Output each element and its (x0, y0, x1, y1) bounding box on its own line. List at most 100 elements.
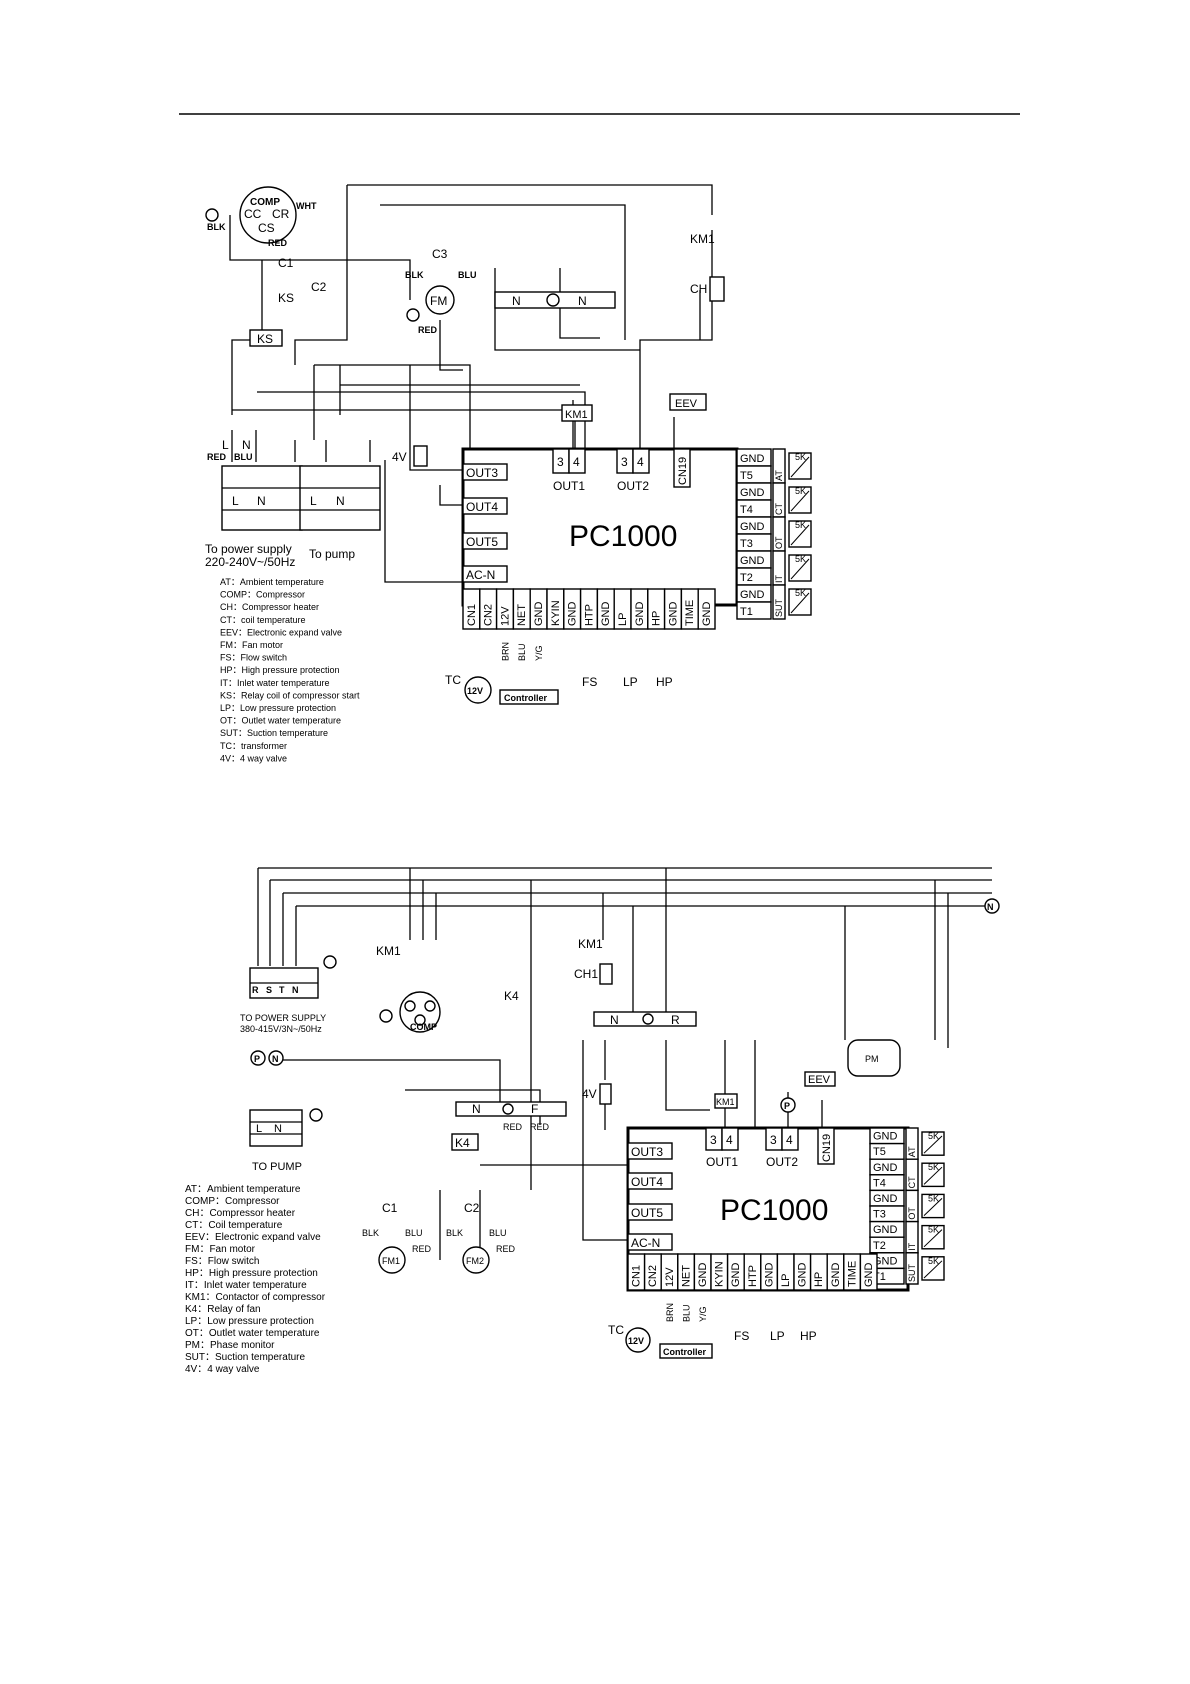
out1-label: OUT1 (553, 479, 585, 493)
compressor-1: COMP CC CR CS WHT BLK RED C1 C2 KS KS (205, 186, 327, 347)
out1-label: OUT1 (706, 1155, 738, 1169)
svg-text:3: 3 (557, 455, 564, 469)
svg-text:N: N (292, 985, 299, 995)
c2-label: C2 (311, 280, 327, 294)
legend-entry: K4：Relay of fan (185, 1304, 261, 1315)
svg-text:P: P (254, 1054, 260, 1064)
terminal-blocks-1: L N RED BLU L N L N To power supply 220-… (205, 438, 381, 569)
legend-entry: KS：Relay coil of compressor start (220, 690, 360, 700)
svg-text:T: T (279, 985, 285, 995)
svg-text:12V: 12V (628, 1336, 644, 1346)
svg-text:L: L (232, 494, 239, 508)
bottom-terminal-label: GND (830, 1263, 842, 1288)
bottom-terminal (697, 588, 716, 630)
svg-text:12V: 12V (467, 686, 483, 696)
pm-label: PM (865, 1054, 879, 1064)
legend-entry: SUT：Suction temperature (185, 1352, 305, 1363)
legend-2: AT：Ambient temperatureCOMP：CompressorCH：… (185, 1184, 326, 1375)
eev-label: EEV (808, 1074, 831, 1086)
svg-text:CR: CR (272, 207, 290, 221)
svg-text:BLK: BLK (405, 270, 424, 280)
legend-entry: FM：Fan motor (185, 1244, 256, 1255)
wire-color-label: BRN (665, 1303, 675, 1322)
km1-label: KM1 (376, 944, 401, 958)
sensor-terminal-label: T3 (740, 538, 753, 550)
sensor-terminal-label: GND (740, 555, 765, 567)
cn19-label: CN19 (821, 1134, 833, 1162)
power-voltage-label: 380-415V/3N~/50Hz (240, 1024, 322, 1034)
output-terminals-2: OUT3 OUT4 OUT5 AC-N 3 4 OUT1 3 4 OUT2 CN… (627, 1127, 835, 1251)
k4-label: K4 (504, 989, 519, 1003)
phase-monitor (847, 1039, 901, 1077)
svg-text:N: N (336, 494, 345, 508)
bottom-terminal-label: KYIN (550, 600, 562, 626)
thermistor-value: 5K (928, 1256, 939, 1266)
tc-label: TC (608, 1323, 624, 1337)
cn19-label: CN19 (677, 457, 689, 485)
km1-label: KM1 (690, 232, 715, 246)
svg-text:K4: K4 (455, 1136, 470, 1150)
sensor-tag: IT (774, 574, 784, 583)
diagram-single-phase: PC1000 OUT3 OUT4 OUT5 AC-N 3 4 OUT1 3 4 … (205, 184, 812, 763)
thermistor-value: 5K (928, 1131, 939, 1141)
thermistor-value: 5K (795, 520, 806, 530)
svg-text:BLU: BLU (458, 270, 477, 280)
bottom-terminal-label: CN1 (466, 604, 478, 626)
out3-terminal (462, 463, 508, 481)
legend-entry: FS：Flow switch (220, 653, 287, 663)
svg-text:WHT: WHT (296, 201, 317, 211)
svg-text:RED: RED (412, 1244, 432, 1254)
sensor-tag: SUT (774, 598, 784, 617)
svg-text:CS: CS (258, 221, 275, 235)
svg-text:FS: FS (582, 675, 597, 689)
svg-text:KS: KS (257, 332, 273, 346)
controller-label: Controller (663, 1347, 706, 1357)
bottom-terminal-label: GND (667, 602, 679, 627)
svg-text:R: R (671, 1013, 680, 1027)
svg-text:KM1: KM1 (565, 409, 588, 421)
fm1-label: FM1 (382, 1256, 400, 1266)
sensor-tag: CT (774, 503, 784, 515)
bottom-terminal-label: LP (780, 1274, 792, 1287)
svg-text:N: N (272, 1054, 279, 1064)
four-way-valve (599, 1083, 612, 1105)
c1-label: C1 (278, 256, 294, 270)
sensor-tag: AT (774, 470, 784, 481)
svg-text:3: 3 (770, 1133, 777, 1147)
ch1-label: CH1 (574, 967, 598, 981)
comp-label: COMP (250, 197, 280, 208)
bottom-terminal-label: NET (516, 604, 528, 626)
board-model-label: PC1000 (720, 1194, 828, 1227)
bottom-terminal-label: HP (651, 611, 663, 626)
out5-label: OUT5 (631, 1206, 663, 1220)
svg-text:N: N (578, 294, 587, 308)
out3-label: OUT3 (631, 1145, 663, 1159)
thermistor-value: 5K (795, 588, 806, 598)
svg-text:N: N (257, 494, 266, 508)
power-voltage-label: 220-240V~/50Hz (205, 555, 295, 569)
bottom-terminal-label: TIME (684, 600, 696, 626)
diagram-three-phase: N (185, 867, 1000, 1375)
bottom-terminal-label: LP (617, 613, 629, 626)
legend-entry: IT：Inlet water temperature (185, 1280, 307, 1291)
svg-text:RED: RED (530, 1122, 550, 1132)
legend-1: AT：Ambient temperatureCOMP：CompressorCH：… (220, 577, 360, 763)
compressor-2: COMP KM1 (376, 944, 441, 1033)
legend-entry: FS：Flow switch (185, 1256, 259, 1267)
bottom-terminal-label: HTP (583, 604, 595, 626)
power-terminal-block-2: R S T N TO POWER SUPPLY 380-415V/3N~/50H… (240, 955, 337, 1034)
transformer-controller-2: 12V TC Controller FS LP HP (608, 1323, 817, 1359)
sensor-tag: OT (774, 536, 784, 549)
power-supply-label: To power supply (205, 542, 292, 556)
tc-label: TC (445, 673, 461, 687)
pump-label: To pump (309, 547, 355, 561)
thermistor-value: 5K (928, 1225, 939, 1235)
output-terminals-1: OUT3 OUT4 OUT5 AC-N 3 4 OUT1 3 4 OUT2 CN… (462, 448, 691, 583)
bottom-terminal-label: 12V (499, 606, 511, 626)
sensor-terminal-label: GND (873, 1131, 898, 1143)
svg-text:LP: LP (623, 675, 638, 689)
svg-text:HP: HP (656, 675, 673, 689)
bottom-terminal-label: TIME (846, 1261, 858, 1287)
sensor-terminal-label: GND (873, 1193, 898, 1205)
